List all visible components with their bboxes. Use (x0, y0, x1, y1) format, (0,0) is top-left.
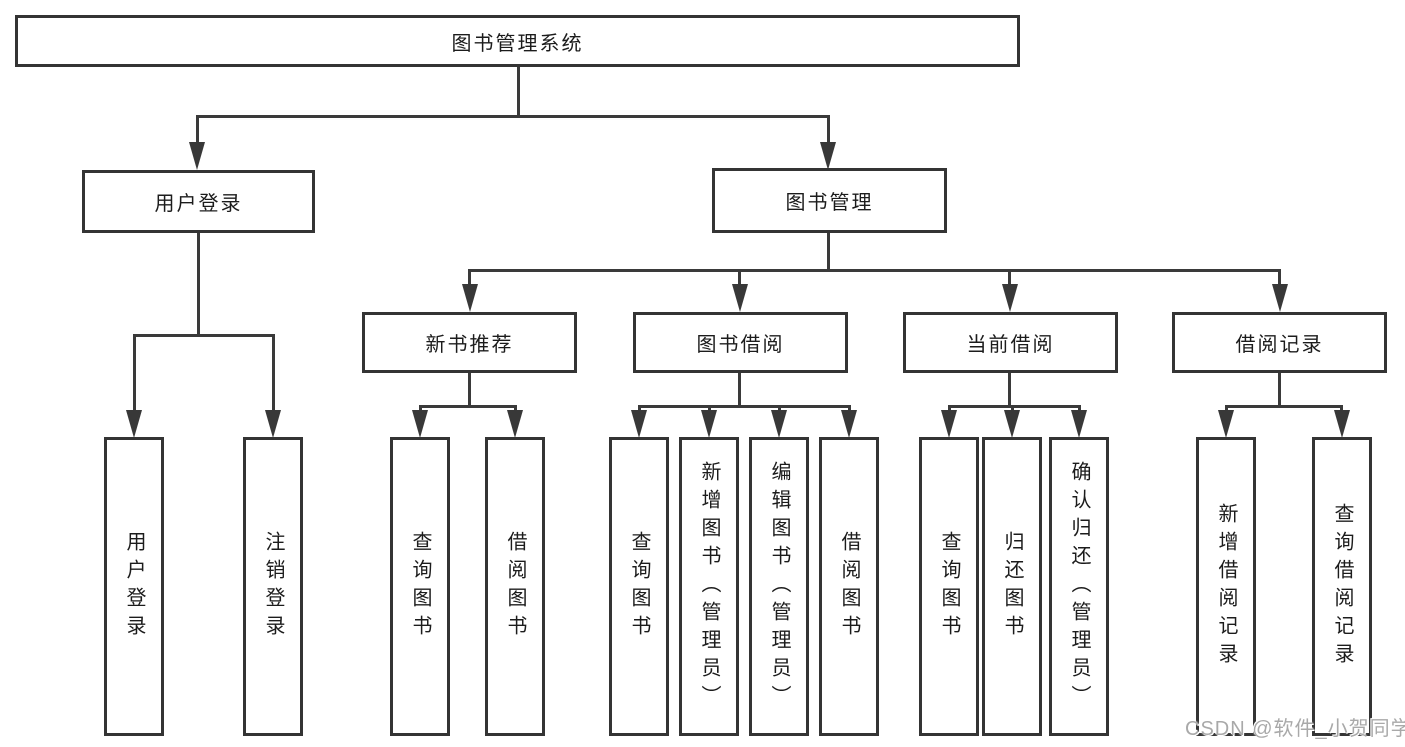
connector-line (196, 115, 199, 145)
leaf-confirm-return-admin: 确认归还（管理员） (1049, 437, 1109, 736)
leaf-label: 查询借阅记录 (1331, 502, 1353, 671)
connector-line (133, 334, 274, 337)
arrow-down-icon (1334, 410, 1350, 438)
connector-line (272, 334, 275, 413)
leaf-label: 编辑图书（管理员） (768, 460, 790, 713)
connector-line (1278, 269, 1281, 289)
leaf-label: 查询图书 (938, 530, 960, 643)
csdn-watermark: CSDN @软件_小贺同学 (1185, 718, 1405, 740)
connector-line (948, 405, 1080, 408)
node-current-borrow: 当前借阅 (903, 312, 1118, 373)
node-label: 用户登录 (154, 193, 243, 215)
leaf-add-book-admin: 新增图书（管理员） (679, 437, 739, 736)
connector-line (419, 405, 516, 408)
connector-line (638, 405, 849, 408)
connector-line (517, 66, 520, 117)
leaf-borrow-book-2: 借阅图书 (819, 437, 879, 736)
node-user-login: 用户登录 (82, 170, 315, 233)
node-book-management: 图书管理 (712, 168, 947, 233)
leaf-query-borrow-record: 查询借阅记录 (1312, 437, 1372, 736)
arrow-down-icon (820, 142, 836, 170)
arrow-down-icon (1071, 410, 1087, 438)
node-label: 借阅记录 (1235, 334, 1324, 356)
leaf-label: 注销登录 (262, 530, 284, 643)
node-book-borrow: 图书借阅 (633, 312, 848, 373)
connector-line (738, 373, 741, 408)
node-root: 图书管理系统 (15, 15, 1020, 67)
connector-line (1008, 269, 1011, 289)
node-label: 图书管理系统 (451, 32, 584, 55)
connector-line (468, 269, 1281, 272)
leaf-edit-book-admin: 编辑图书（管理员） (749, 437, 809, 736)
leaf-add-borrow-record: 新增借阅记录 (1196, 437, 1256, 736)
leaf-query-book-3: 查询图书 (919, 437, 979, 736)
leaf-label: 用户登录 (123, 530, 145, 643)
connector-line (197, 233, 200, 336)
arrow-down-icon (771, 410, 787, 438)
arrow-down-icon (412, 410, 428, 438)
leaf-user-login: 用户登录 (104, 437, 164, 736)
arrow-down-icon (1272, 284, 1288, 312)
connector-line (196, 115, 830, 118)
node-borrow-record: 借阅记录 (1172, 312, 1387, 373)
connector-line (827, 115, 830, 145)
leaf-label: 借阅图书 (838, 530, 860, 643)
arrow-down-icon (189, 142, 205, 170)
leaf-label: 新增借阅记录 (1215, 502, 1237, 671)
leaf-return-book: 归还图书 (982, 437, 1042, 736)
arrow-down-icon (1004, 410, 1020, 438)
arrow-down-icon (631, 410, 647, 438)
connector-line (1008, 373, 1011, 408)
connector-line (468, 269, 471, 289)
connector-line (1278, 373, 1281, 408)
leaf-query-book-2: 查询图书 (609, 437, 669, 736)
leaf-label: 确认归还（管理员） (1068, 460, 1090, 713)
connector-line (827, 233, 830, 272)
arrow-down-icon (701, 410, 717, 438)
leaf-query-book-1: 查询图书 (390, 437, 450, 736)
node-label: 图书管理 (785, 192, 874, 214)
arrow-down-icon (507, 410, 523, 438)
leaf-label: 归还图书 (1001, 530, 1023, 643)
connector-line (738, 269, 741, 289)
connector-line (133, 334, 136, 413)
arrow-down-icon (126, 410, 142, 438)
leaf-logout: 注销登录 (243, 437, 303, 736)
leaf-label: 查询图书 (628, 530, 650, 643)
node-label: 图书借阅 (696, 334, 785, 356)
arrow-down-icon (841, 410, 857, 438)
connector-line (468, 373, 471, 408)
arrow-down-icon (1002, 284, 1018, 312)
arrow-down-icon (462, 284, 478, 312)
node-new-book-recommend: 新书推荐 (362, 312, 577, 373)
node-label: 当前借阅 (966, 334, 1055, 356)
leaf-label: 借阅图书 (504, 530, 526, 643)
arrow-down-icon (265, 410, 281, 438)
connector-line (1225, 405, 1343, 408)
arrow-down-icon (732, 284, 748, 312)
arrow-down-icon (1218, 410, 1234, 438)
leaf-label: 查询图书 (409, 530, 431, 643)
node-label: 新书推荐 (425, 334, 514, 356)
arrow-down-icon (941, 410, 957, 438)
leaf-label: 新增图书（管理员） (698, 460, 720, 713)
leaf-borrow-book-1: 借阅图书 (485, 437, 545, 736)
